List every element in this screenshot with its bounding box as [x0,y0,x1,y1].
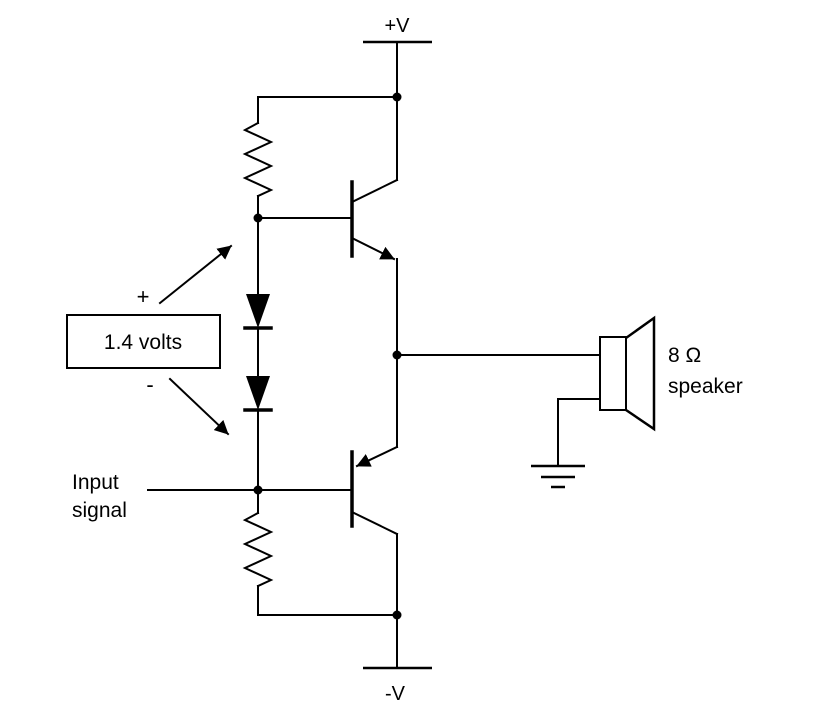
bias-chain-wires [257,96,398,616]
npn-transistor [257,96,399,356]
negative-supply-label: -V [385,683,406,705]
ground-icon [531,464,585,489]
junction-dot [253,485,263,495]
positive-supply: +V [363,15,432,98]
speaker-label-line2: speaker [668,375,743,398]
input-label-line2: signal [72,499,127,522]
ground [531,398,601,489]
input-label-line1: Input [72,471,119,494]
bias-voltage-label: 1.4 volts [104,331,182,354]
pnp-collector-line [350,510,399,536]
junction-dot [392,610,402,620]
speaker: 8 Ω speaker [599,315,743,432]
speaker-cone [625,315,656,432]
speaker-body [599,336,627,411]
bottom-resistor-zigzag [242,511,274,588]
bias-diode-2 [243,376,273,412]
negative-supply: -V [363,614,432,705]
bias-upper-pointer-arrow [158,244,233,305]
pnp-transistor [257,354,399,616]
pnp-emitter-arrow [355,445,399,468]
bias-plus-sign: + [137,284,150,309]
junction-dot [253,213,263,223]
junction-dot [392,92,402,102]
bias-lower-pointer-arrow [168,377,230,436]
speaker-label-line1: 8 Ω [668,344,701,367]
positive-supply-label: +V [384,15,410,37]
bottom-resistor [242,511,274,588]
bias-voltage-box [66,314,221,369]
diode1-triangle [246,294,270,328]
diode2-triangle [246,376,270,410]
junction-dots [253,92,402,620]
bias-minus-sign: - [146,372,153,397]
npn-emitter-arrow [350,236,396,261]
input-signal: Input signal [72,471,259,522]
top-resistor-zigzag [242,121,274,198]
bias-diode-1 [243,294,273,330]
bias-voltage-annotation: 1.4 volts + - [66,244,233,436]
top-resistor [242,121,274,198]
junction-dot [392,350,402,360]
npn-collector-line [350,178,399,204]
